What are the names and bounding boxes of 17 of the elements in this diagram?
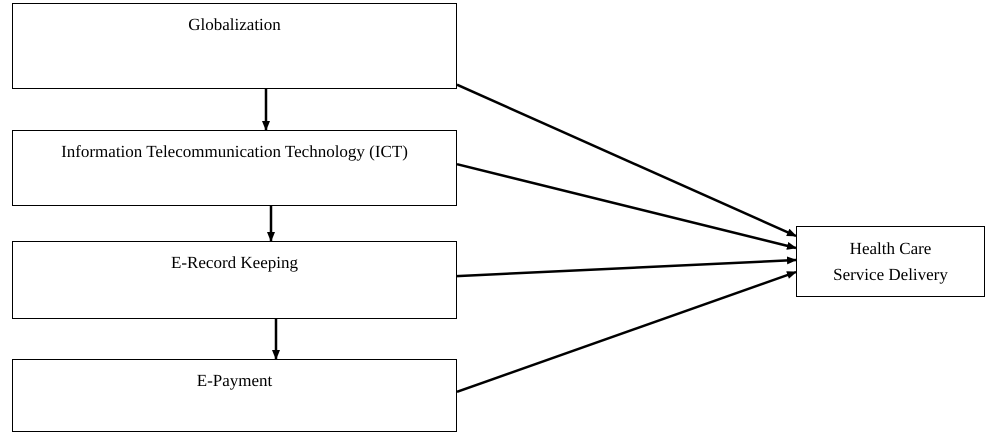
box-label: Globalization — [188, 14, 281, 36]
box-label: E-Record Keeping — [171, 252, 298, 274]
box-label: Health Care Service Delivery — [832, 238, 949, 286]
arrow — [262, 89, 270, 131]
arrow — [456, 270, 797, 394]
arrow — [272, 319, 280, 360]
process-box — [12, 3, 457, 89]
box-label: E-Payment — [196, 370, 272, 392]
arrow — [267, 206, 275, 242]
process-box — [12, 130, 457, 206]
process-box — [12, 241, 457, 319]
box-label: Information Telecommunication Technology (ICT) — [61, 141, 408, 163]
process-box — [12, 359, 457, 432]
arrow — [456, 84, 797, 238]
arrow — [456, 256, 797, 278]
process-box — [796, 226, 985, 297]
arrow — [456, 162, 797, 250]
